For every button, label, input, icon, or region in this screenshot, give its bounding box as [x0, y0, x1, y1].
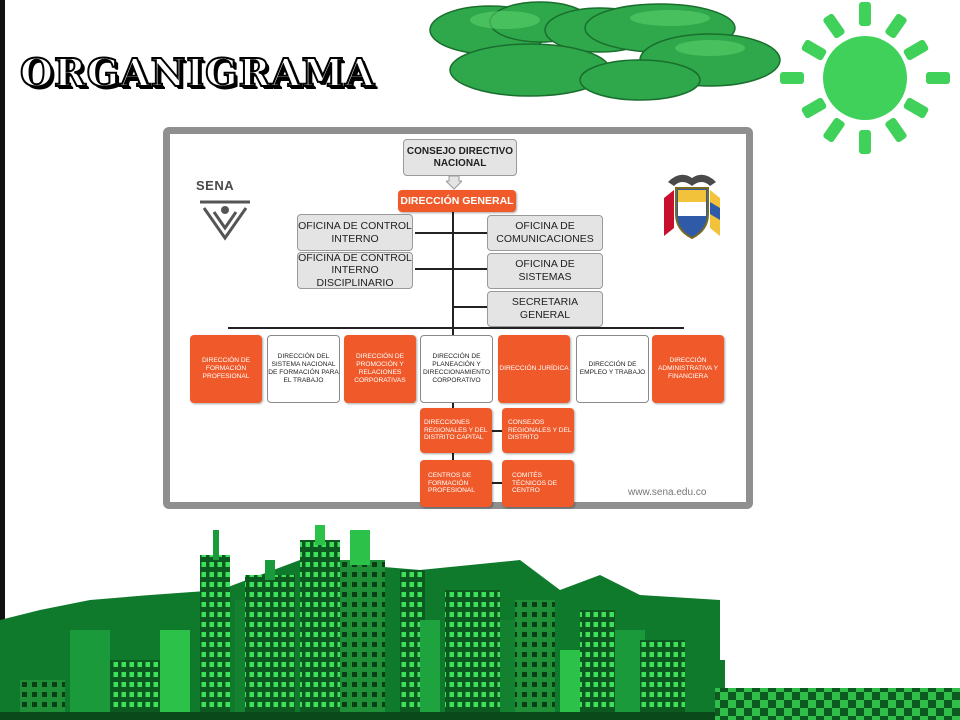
box-direccion-formacion: DIRECCIÓN DE FORMACIÓN PROFESIONAL — [190, 335, 262, 403]
box-comites-tecnicos: COMITÉS TÉCNICOS DE CENTRO — [502, 460, 574, 507]
box-direcciones-regionales: DIRECCIONES REGIONALES Y DEL DISTRITO CA… — [420, 408, 492, 453]
box-direccion-administrativa: DIRECCIÓN ADMINISTRATIVA Y FINANCIERA — [652, 335, 724, 403]
connector-row2 — [415, 268, 489, 270]
connector-directions-bar — [228, 327, 684, 329]
box-direccion-planeacion: DIRECCIÓN DE PLANEACIÓN Y DIRECCIONAMIEN… — [420, 335, 493, 403]
box-direccion-empleo: DIRECCIÓN DE EMPLEO Y TRABAJO — [576, 335, 649, 403]
box-consejo-directivo-nacional: CONSEJO DIRECTIVO NACIONAL — [403, 139, 517, 176]
connector-regionales — [490, 430, 502, 432]
arrow-down-icon — [446, 176, 462, 190]
box-secretaria-general: SECRETARIA GENERAL — [487, 291, 603, 327]
city-skyline-decoration — [0, 525, 960, 720]
box-oficina-comunicaciones: OFICINA DE COMUNICACIONES — [487, 215, 603, 251]
box-oficina-sistemas: OFICINA DE SISTEMAS — [487, 253, 603, 289]
sun-decoration — [780, 2, 950, 154]
left-edge-bar — [0, 0, 5, 720]
box-direccion-general: DIRECCIÓN GENERAL — [398, 190, 516, 212]
footer-url: www.sena.edu.co — [628, 487, 707, 498]
box-centros-formacion: CENTROS DE FORMACIÓN PROFESIONAL — [420, 460, 492, 507]
coat-of-arms-icon — [664, 174, 720, 240]
slide-title: ORGANIGRAMA — [19, 49, 376, 96]
box-direccion-sistema-nacional: DIRECCIÓN DEL SISTEMA NACIONAL DE FORMAC… — [267, 335, 340, 403]
box-oficina-control-disciplinario: OFICINA DE CONTROL INTERNO DISCIPLINARIO — [297, 251, 413, 289]
box-direccion-promocion: DIRECCIÓN DE PROMOCIÓN Y RELACIONES CORP… — [344, 335, 416, 403]
connector-trunk — [452, 204, 454, 412]
box-oficina-control-interno: OFICINA DE CONTROL INTERNO — [297, 214, 413, 251]
sena-logo-icon — [200, 200, 250, 241]
box-consejos-regionales: CONSEJOS REGIONALES Y DEL DISTRITO — [502, 408, 574, 453]
connector-centros — [490, 482, 502, 484]
connector-row3 — [452, 306, 488, 308]
sena-logo-text: SENA — [196, 178, 235, 193]
clouds-decoration — [429, 1, 781, 101]
connector-row1 — [415, 232, 489, 234]
org-chart-panel: SENA CONSEJO DIRECTIVO NACIONAL DIRECCIÓ… — [163, 127, 753, 509]
org-chart-canvas: SENA CONSEJO DIRECTIVO NACIONAL DIRECCIÓ… — [170, 134, 746, 507]
box-direccion-juridica: DIRECCIÓN JURÍDICA — [498, 335, 570, 403]
